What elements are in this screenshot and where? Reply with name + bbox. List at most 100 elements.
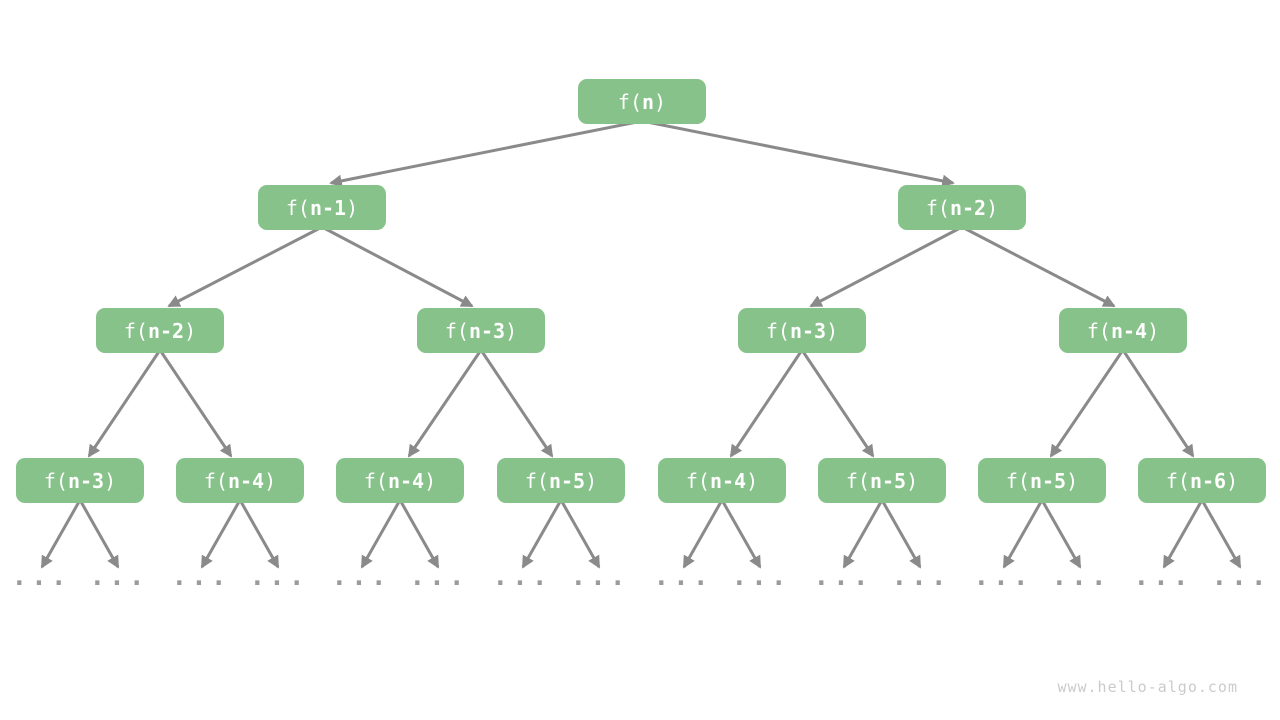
edge-l0-0-to-l1-1	[641, 119, 955, 188]
node-label-post: )	[1066, 468, 1079, 493]
tree-node-l2-3: f(n-4)	[1059, 308, 1187, 353]
ellipsis-8: ...	[653, 562, 713, 592]
node-label-pre: f(	[43, 468, 68, 493]
node-label-arg: n-5	[1029, 468, 1067, 493]
node-label-pre: f(	[685, 468, 710, 493]
ellipsis-2: ...	[171, 562, 231, 592]
ellipsis-5: ...	[409, 562, 469, 592]
tree-node-l2-0: f(n-2)	[96, 308, 224, 353]
edge-l0-0-to-l1-0	[329, 119, 643, 188]
tree-node-l2-2: f(n-3)	[738, 308, 866, 353]
node-label-post: )	[746, 468, 759, 493]
ellipsis-13: ...	[1051, 562, 1111, 592]
node-label-post: )	[264, 468, 277, 493]
node-label-arg: n-4	[387, 468, 425, 493]
ellipsis-3: ...	[249, 562, 309, 592]
ellipsis-12: ...	[973, 562, 1033, 592]
edge-leaf-1-right	[238, 499, 280, 569]
edge-leaf-1-left	[200, 499, 242, 569]
node-label-pre: f(	[617, 89, 642, 114]
node-label-arg: n-5	[869, 468, 907, 493]
edge-l2-2-to-l3-4	[729, 349, 804, 458]
node-label-pre: f(	[845, 468, 870, 493]
ellipsis-9: ...	[731, 562, 791, 592]
node-label-post: )	[585, 468, 598, 493]
tree-node-l3-5: f(n-5)	[818, 458, 946, 503]
node-label-pre: f(	[1165, 468, 1190, 493]
node-label-arg: n-3	[789, 318, 827, 343]
node-label-pre: f(	[765, 318, 790, 343]
node-label-pre: f(	[524, 468, 549, 493]
edge-l1-0-to-l2-0	[167, 225, 323, 308]
node-label-arg: n-3	[468, 318, 506, 343]
ellipsis-15: ...	[1211, 562, 1271, 592]
edge-l2-1-to-l3-2	[407, 349, 483, 458]
node-label-arg: n-2	[949, 195, 987, 220]
watermark: www.hello-algo.com	[1057, 678, 1238, 696]
node-label-pre: f(	[123, 318, 148, 343]
edge-leaf-3-right	[559, 499, 601, 569]
edge-l2-2-to-l3-5	[800, 349, 875, 458]
tree-node-l1-1: f(n-2)	[898, 185, 1026, 230]
edge-leaf-6-right	[1040, 499, 1082, 569]
ellipsis-6: ...	[492, 562, 552, 592]
node-label-arg: n-4	[709, 468, 747, 493]
node-label-arg: n-5	[548, 468, 586, 493]
edge-leaf-5-left	[842, 499, 884, 569]
edge-leaf-2-left	[360, 499, 402, 569]
edge-arrows	[40, 119, 1242, 569]
node-label-arg: n-2	[147, 318, 185, 343]
ellipsis-4: ...	[331, 562, 391, 592]
node-label-pre: f(	[1005, 468, 1030, 493]
ellipsis-1: ...	[89, 562, 149, 592]
edge-leaf-4-right	[720, 499, 762, 569]
tree-node-l0-0: f(n)	[578, 79, 706, 124]
tree-node-l3-3: f(n-5)	[497, 458, 625, 503]
tree-node-l1-0: f(n-1)	[258, 185, 386, 230]
node-label-pre: f(	[203, 468, 228, 493]
node-label-post: )	[986, 195, 999, 220]
node-label-arg: n-4	[1110, 318, 1148, 343]
node-label-pre: f(	[1086, 318, 1111, 343]
edge-l2-3-to-l3-6	[1049, 349, 1125, 458]
edge-leaf-3-left	[521, 499, 563, 569]
ellipsis-7: ...	[570, 562, 630, 592]
tree-node-l3-7: f(n-6)	[1138, 458, 1266, 503]
edge-leaf-5-right	[880, 499, 922, 569]
tree-node-l3-0: f(n-3)	[16, 458, 144, 503]
node-label-post: )	[906, 468, 919, 493]
ellipsis-0: ...	[11, 562, 71, 592]
edge-leaf-7-left	[1162, 499, 1204, 569]
edge-l1-1-to-l2-2	[809, 225, 963, 308]
edge-l2-0-to-l3-0	[87, 349, 162, 458]
edge-leaf-4-left	[682, 499, 724, 569]
edge-leaf-2-right	[398, 499, 440, 569]
edge-l2-3-to-l3-7	[1121, 349, 1195, 458]
node-label-pre: f(	[925, 195, 950, 220]
node-label-arg: n-6	[1189, 468, 1227, 493]
tree-node-l2-1: f(n-3)	[417, 308, 545, 353]
node-label-post: )	[654, 89, 667, 114]
edge-l1-1-to-l2-3	[961, 225, 1116, 308]
tree-node-l3-1: f(n-4)	[176, 458, 304, 503]
tree-node-l3-2: f(n-4)	[336, 458, 464, 503]
node-label-post: )	[104, 468, 117, 493]
edge-l1-0-to-l2-1	[321, 225, 474, 308]
node-label-arg: n-4	[227, 468, 265, 493]
node-label-post: )	[826, 318, 839, 343]
node-label-post: )	[505, 318, 518, 343]
edge-leaf-7-right	[1200, 499, 1242, 569]
ellipsis-14: ...	[1133, 562, 1193, 592]
node-label-arg: n	[642, 89, 655, 114]
ellipsis-11: ...	[891, 562, 951, 592]
tree-node-l3-4: f(n-4)	[658, 458, 786, 503]
node-label-post: )	[1147, 318, 1160, 343]
node-label-pre: f(	[444, 318, 469, 343]
edge-leaf-6-left	[1002, 499, 1044, 569]
node-label-post: )	[346, 195, 359, 220]
node-label-arg: n-3	[67, 468, 105, 493]
edge-l2-0-to-l3-1	[158, 349, 233, 458]
edge-leaf-0-left	[40, 499, 82, 569]
